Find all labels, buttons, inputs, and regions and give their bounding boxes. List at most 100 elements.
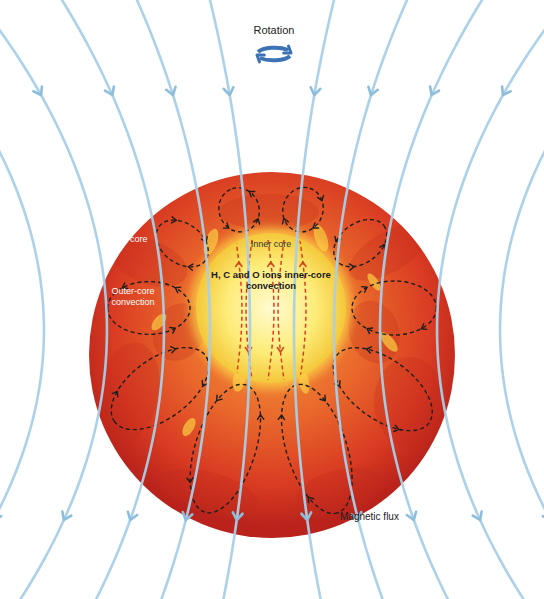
field-line bbox=[500, 0, 544, 599]
texture-patch bbox=[156, 460, 263, 525]
inner-convection-flow bbox=[236, 240, 242, 380]
loop-arrowhead bbox=[306, 495, 314, 502]
loop-arrowhead bbox=[174, 285, 181, 293]
field-arrowhead bbox=[232, 512, 243, 520]
plume bbox=[180, 416, 199, 438]
convection-loop bbox=[108, 282, 190, 335]
field-line bbox=[437, 0, 544, 599]
field-arrowhead bbox=[301, 512, 312, 520]
loop-arrowhead bbox=[362, 285, 369, 293]
convection-loop bbox=[277, 182, 329, 237]
inner-core-sphere: Inner coreH, C and O ions inner-core con… bbox=[196, 233, 346, 383]
core-texture bbox=[91, 194, 444, 525]
loop-arrowhead bbox=[380, 243, 388, 250]
field-line bbox=[0, 0, 107, 599]
convection-loop bbox=[267, 376, 366, 522]
field-arrowhead bbox=[407, 512, 419, 522]
field-arrowhead bbox=[427, 87, 439, 97]
loop-arrowhead bbox=[311, 223, 318, 231]
inner-convection-flow bbox=[278, 240, 284, 380]
field-line bbox=[380, 0, 495, 599]
loop-arrowhead bbox=[247, 189, 254, 197]
rotation-arrowhead bbox=[255, 52, 265, 62]
loop-arrowhead bbox=[170, 325, 177, 333]
region-label: Outer core bbox=[105, 234, 175, 245]
loop-arrowhead bbox=[420, 324, 427, 332]
convection-loop bbox=[213, 183, 265, 238]
loop-arrowhead bbox=[223, 223, 230, 231]
outer-convection-loops bbox=[97, 182, 447, 522]
loop-arrowhead bbox=[366, 346, 372, 353]
field-arrowhead bbox=[543, 512, 544, 523]
field-arrowhead bbox=[473, 512, 485, 522]
node-outline bbox=[196, 233, 346, 383]
convection-loop bbox=[147, 210, 217, 276]
loop-arrowhead bbox=[394, 425, 400, 432]
field-arrowhead bbox=[0, 512, 1, 523]
inner-convection bbox=[236, 240, 306, 380]
loop-arrowhead bbox=[335, 381, 343, 388]
plume bbox=[377, 330, 400, 355]
texture-patch bbox=[374, 357, 444, 447]
field-arrowhead bbox=[366, 87, 377, 97]
region-label: Inner core bbox=[240, 239, 302, 250]
field-arrowhead bbox=[59, 512, 71, 522]
inner-core-disc bbox=[196, 233, 346, 383]
rotation-arrowhead bbox=[284, 46, 294, 56]
region-label: Outer-core convection bbox=[105, 286, 161, 308]
flow-arrowhead bbox=[245, 348, 251, 353]
plume bbox=[149, 311, 170, 333]
rotation-arrow bbox=[258, 48, 288, 52]
field-arrowhead bbox=[224, 87, 235, 96]
outer-core-sphere: Outer coreOuter-core convection Inner cor… bbox=[89, 172, 455, 538]
loop-arrowhead bbox=[366, 326, 373, 334]
field-line bbox=[128, 0, 210, 599]
loop-arrowhead bbox=[278, 415, 284, 420]
inner-convection-flow bbox=[268, 240, 274, 380]
loop-arrowhead bbox=[201, 237, 209, 244]
field-arrowhead bbox=[166, 87, 177, 97]
loop-arrowhead bbox=[188, 264, 193, 271]
loop-arrowhead bbox=[349, 263, 354, 270]
rotation-arrow bbox=[260, 56, 290, 60]
loop-arrowhead bbox=[112, 390, 120, 397]
texture-patch bbox=[219, 194, 319, 230]
inner-core-glow bbox=[190, 227, 352, 389]
outer-core-disc bbox=[89, 172, 455, 538]
loop-arrowhead bbox=[254, 218, 261, 224]
flow-arrowhead bbox=[300, 262, 306, 267]
inner-convection-flow bbox=[246, 240, 252, 380]
field-label: Magnetic flux bbox=[340, 511, 430, 523]
convection-loop bbox=[319, 331, 447, 447]
loop-arrowhead bbox=[214, 395, 222, 402]
field-line bbox=[205, 0, 250, 599]
convection-loop bbox=[176, 376, 274, 522]
loop-arrowhead bbox=[320, 395, 328, 402]
loop-arrowhead bbox=[281, 218, 288, 224]
loop-arrowhead bbox=[257, 415, 264, 420]
loop-arrowhead bbox=[172, 217, 177, 224]
flow-arrowhead bbox=[277, 348, 283, 353]
convection-loop bbox=[97, 331, 223, 446]
loop-arrowhead bbox=[200, 381, 208, 388]
inner-convection-flow bbox=[300, 240, 306, 380]
field-arrowhead bbox=[33, 86, 45, 97]
field-line bbox=[294, 0, 339, 599]
convection-loop bbox=[352, 281, 436, 335]
field-arrowhead bbox=[309, 87, 320, 96]
field-line bbox=[0, 0, 44, 599]
rotation-symbol bbox=[255, 46, 294, 62]
field-line bbox=[334, 0, 416, 599]
field-arrowhead bbox=[352, 512, 363, 521]
loop-arrowhead bbox=[333, 236, 341, 243]
loop-arrowhead bbox=[318, 195, 325, 201]
field-arrowhead bbox=[181, 512, 192, 521]
loop-arrowhead bbox=[171, 346, 177, 353]
flow-arrowhead bbox=[236, 262, 242, 267]
convection-loop bbox=[325, 210, 396, 277]
field-arrowhead bbox=[126, 512, 138, 522]
loop-arrowhead bbox=[121, 283, 128, 291]
